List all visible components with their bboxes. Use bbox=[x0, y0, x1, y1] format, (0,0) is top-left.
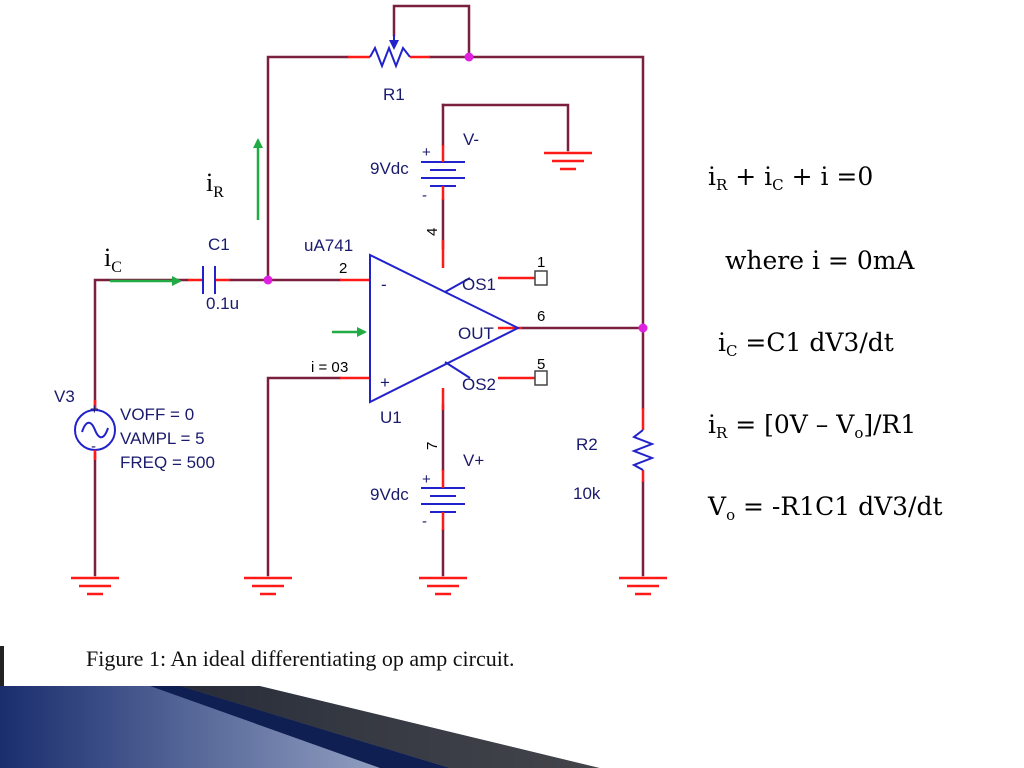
c1-value: 0.1u bbox=[206, 294, 239, 313]
wires bbox=[93, 4, 645, 577]
ground-icon bbox=[544, 151, 592, 171]
ground-icon bbox=[71, 576, 119, 596]
pin1-label: 1 bbox=[537, 254, 545, 271]
component-leads bbox=[188, 55, 645, 482]
battery-top-minus: - bbox=[422, 187, 427, 204]
v3-sine-source bbox=[74, 400, 116, 460]
r2-value: 10k bbox=[573, 484, 601, 503]
pin5-label: 5 bbox=[537, 356, 545, 373]
current-arrows bbox=[110, 138, 367, 337]
opamp-label: uA741 bbox=[304, 236, 353, 255]
circuit-schematic: iR iC R1 R2 10k C1 0.1u uA741 U1 V- V+ 9… bbox=[54, 4, 667, 596]
decorative-band bbox=[0, 686, 1024, 768]
r2-resistor bbox=[631, 429, 655, 471]
ground-icon bbox=[619, 576, 667, 596]
battery-top-plus: + bbox=[422, 144, 431, 161]
freq-label: FREQ = 500 bbox=[120, 453, 215, 472]
pin3-label: 3 bbox=[340, 359, 348, 376]
equation-kcl: iR + iC + i =0 bbox=[708, 162, 874, 194]
out-label: OUT bbox=[458, 324, 494, 343]
u1-label: U1 bbox=[380, 408, 402, 427]
c1-label: C1 bbox=[208, 235, 230, 254]
pin2-label: 2 bbox=[339, 260, 347, 277]
pin6-label: 6 bbox=[537, 308, 545, 325]
battery-top bbox=[421, 145, 465, 200]
source-plus: + bbox=[90, 401, 99, 418]
minus-input-label: - bbox=[381, 275, 387, 294]
voff-label: VOFF = 0 bbox=[120, 405, 194, 424]
ic-label: iC bbox=[104, 243, 122, 276]
source-minus: - bbox=[91, 438, 96, 455]
battery-bottom bbox=[421, 470, 465, 530]
v-plus-label: V+ bbox=[463, 451, 484, 470]
vampl-label: VAMPL = 5 bbox=[120, 429, 205, 448]
r1-resistor bbox=[369, 35, 411, 69]
opamp-u1 bbox=[369, 253, 548, 404]
r1-label: R1 bbox=[383, 85, 405, 104]
r2-label: R2 bbox=[576, 435, 598, 454]
ground-icon bbox=[419, 576, 467, 596]
equation-vo: Vo = -R1C1 dV3/dt bbox=[708, 492, 943, 524]
ir-label: iR bbox=[206, 168, 224, 201]
c1-capacitor bbox=[202, 266, 216, 294]
slide-edge-mark bbox=[0, 646, 4, 688]
ground-symbols bbox=[71, 151, 667, 596]
ground-icon bbox=[244, 576, 292, 596]
equation-ir: iR = [0V – Vo]/R1 bbox=[708, 410, 917, 442]
junction-nodes bbox=[263, 52, 648, 333]
battery-bottom-plus: + bbox=[422, 471, 431, 488]
figure-caption: Figure 1: An ideal differentiating op am… bbox=[86, 646, 515, 671]
equation-ic: iC =C1 dV3/dt bbox=[718, 328, 894, 360]
battery-bottom-label: 9Vdc bbox=[370, 485, 409, 504]
equation-where: where i = 0mA bbox=[725, 246, 915, 275]
plus-input-label: + bbox=[380, 373, 390, 392]
v-minus-label: V- bbox=[463, 130, 479, 149]
os1-label: OS1 bbox=[462, 275, 496, 294]
pin7-label: 7 bbox=[424, 442, 441, 450]
v3-label: V3 bbox=[54, 387, 75, 406]
battery-top-label: 9Vdc bbox=[370, 159, 409, 178]
os2-label: OS2 bbox=[462, 375, 496, 394]
battery-bottom-minus: - bbox=[422, 513, 427, 530]
pin4-label: 4 bbox=[424, 228, 441, 236]
i-zero-label: i = 0 bbox=[311, 359, 340, 376]
